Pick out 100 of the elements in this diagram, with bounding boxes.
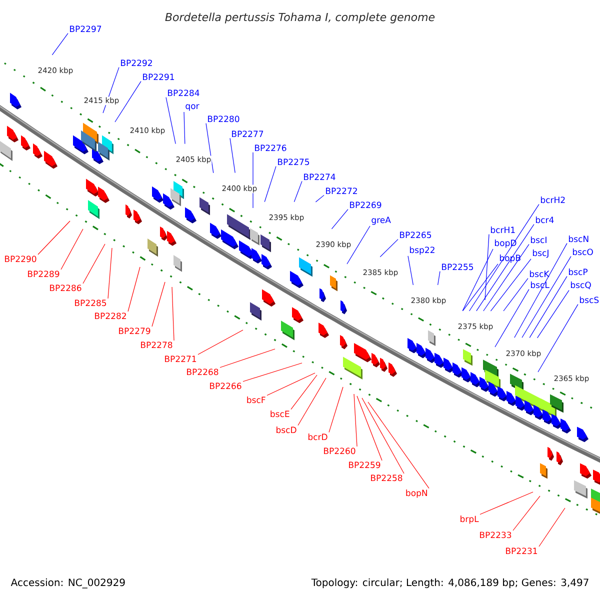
title: Bordetella pertussis Tohama I, complete genome <box>165 12 435 24</box>
leader-line <box>52 33 68 56</box>
leader-line <box>294 180 302 202</box>
leader-line <box>328 386 344 433</box>
leader-line <box>494 289 530 348</box>
leader-line <box>290 374 318 410</box>
gene-label: bscE <box>270 410 290 418</box>
leader-line <box>172 286 174 341</box>
gene-label: bscS <box>580 296 599 304</box>
gene-label: BP2260 <box>324 448 356 454</box>
gene-label: BP2265 <box>400 232 432 238</box>
leader-line <box>514 243 568 338</box>
leader-line <box>356 396 382 461</box>
leader-line <box>469 204 540 312</box>
gene-label: BP2272 <box>326 188 357 194</box>
leader-line <box>264 166 276 202</box>
gene-label: BP2255 <box>442 264 474 270</box>
gene-label: BP2284 <box>168 90 200 96</box>
gene-label: bcrD <box>308 434 328 440</box>
gene-label: BP2278 <box>141 342 172 348</box>
gene-label: bscP <box>568 268 588 276</box>
leader-line <box>462 248 494 311</box>
leader-line <box>315 194 324 202</box>
gene-label: BP2286 <box>50 284 82 292</box>
leader-line <box>462 264 498 312</box>
gene-label: BP2233 <box>480 532 512 538</box>
gene-label: bcrH2 <box>540 196 565 204</box>
gene-label: bscN <box>568 236 588 242</box>
leader-line <box>82 244 106 284</box>
leader-line <box>368 402 430 489</box>
leader-line <box>114 81 142 122</box>
gene-label: qor <box>186 104 200 111</box>
leader-line <box>298 378 326 426</box>
leader-line <box>538 304 578 372</box>
gene-label: BP2231 <box>506 548 538 554</box>
gene-label: bopN <box>406 490 427 498</box>
gene-label: BP2277 <box>232 130 264 137</box>
footer-text: Topology: circular; Length: 4,086,189 bp; Genes: 3,497 <box>310 578 590 589</box>
gene-label: bscF <box>247 396 266 404</box>
gene-label: BP2276 <box>255 144 286 152</box>
gene-label: bscQ <box>570 282 591 290</box>
footer-text: Accession: NC_002929 <box>10 578 126 589</box>
gene-label: BP2274 <box>304 174 336 180</box>
gene-label: BP2290 <box>5 256 36 262</box>
leader-line <box>512 496 540 531</box>
leader-line <box>166 97 176 144</box>
leader-line <box>538 508 566 547</box>
gene-label: BP2292 <box>121 60 152 66</box>
gene-label: bscD <box>276 426 296 434</box>
gene-label: bcr4 <box>536 216 554 224</box>
gene-label: BP2259 <box>349 462 380 468</box>
gene-label: bsp22 <box>410 246 434 255</box>
leader-line <box>362 398 404 474</box>
gene-label: bscI <box>530 236 546 244</box>
leader-line <box>346 226 370 264</box>
gene-label: BP2285 <box>75 300 106 306</box>
gene-label: bscO <box>572 248 593 256</box>
gene-label: BP2269 <box>350 202 382 208</box>
leader-line <box>537 290 570 338</box>
gene-label: BP2291 <box>143 74 174 80</box>
leader-line <box>230 138 236 174</box>
leader-line <box>408 256 414 286</box>
leader-line <box>354 394 358 447</box>
leader-line <box>529 276 568 338</box>
leader-line <box>438 271 440 286</box>
gene-label: brpL <box>460 516 479 524</box>
leader-line <box>522 256 572 338</box>
leader-line <box>60 228 84 270</box>
gene-label: bcrH1 <box>490 226 515 234</box>
gene-label: BP2271 <box>165 356 196 362</box>
leader-line <box>220 348 276 368</box>
leader-line <box>266 372 316 396</box>
gene-label: BP2280 <box>208 116 240 122</box>
leader-line <box>331 209 348 230</box>
leader-line <box>490 258 532 312</box>
gene-label: BP2297 <box>70 26 102 32</box>
leader-line <box>242 362 302 382</box>
leader-line <box>503 278 528 312</box>
gene-label: BP2258 <box>371 474 402 482</box>
leader-line <box>198 330 244 355</box>
leader-line <box>184 112 186 144</box>
leader-line <box>38 220 70 255</box>
leader-line <box>484 234 490 300</box>
gene-label: greA <box>372 216 391 225</box>
leader-line <box>480 492 534 515</box>
gene-label: BP2268 <box>187 368 218 376</box>
gene-label: BP2289 <box>28 270 60 278</box>
leader-line <box>380 239 398 258</box>
gene-label: BP2279 <box>119 328 150 334</box>
gene-label: bscK <box>530 270 550 278</box>
leader-line <box>483 244 530 312</box>
gene-label: BP2275 <box>278 158 310 166</box>
gene-label: BP2266 <box>210 382 242 390</box>
leader-line <box>128 266 140 312</box>
leader-line <box>152 282 166 327</box>
leader-line <box>108 248 112 299</box>
gene-label: BP2282 <box>95 312 126 320</box>
leader-line <box>476 224 534 312</box>
gene-label: bscJ <box>532 250 548 258</box>
leader-line <box>206 123 214 174</box>
